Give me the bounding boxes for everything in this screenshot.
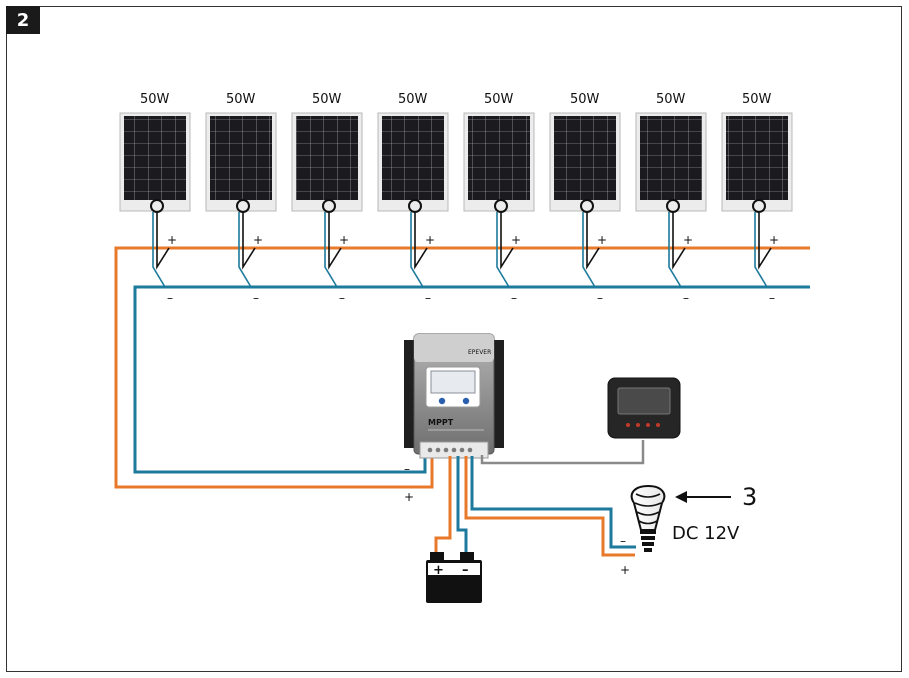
panel-positive-sign: + [253,233,263,247]
controller-model: MPPT [428,418,454,427]
negative-bus-wire [133,285,810,474]
panel-positive-sign: + [339,233,349,247]
panel-negative-sign: – [253,291,259,305]
solar-panel-6: 50W + – [549,92,621,305]
panel-cells [640,116,702,200]
load-voltage-label: DC 12V [672,523,740,544]
panel-wattage-label: 50W [570,92,600,107]
panel-wattage-label: 50W [742,92,772,107]
panel-positive-lead [156,212,170,270]
panel-positive-lead [672,212,686,270]
battery-wires [434,456,468,555]
callout-arrow [675,491,731,503]
panel-positive-lead [414,212,428,270]
panel-negative-sign: – [425,291,431,305]
panel-negative-lead [410,212,424,288]
solar-panel-4: 50W + – [377,92,449,305]
panel-positive-sign: + [167,233,177,247]
panel-positive-sign: + [597,233,607,247]
controller-positive-sign: + [404,490,414,504]
controller-logo: EPEVER [468,349,491,356]
panel-wattage-label: 50W [398,92,428,107]
panel-wattage-label: 50W [312,92,342,107]
panel-cells [210,116,272,200]
panel-cells [124,116,186,200]
panel-negative-sign: – [769,291,775,305]
solar-panel-array: 50W + – 50W + – 50W + – 50W + – 50W + – 50W + – 50W + – 50W + – [119,92,793,305]
solar-panel-8: 50W + – [721,92,793,305]
panel-positive-sign: + [769,233,779,247]
panel-wattage-label: 50W [484,92,514,107]
panel-cells [554,116,616,200]
panel-negative-lead [238,212,252,288]
panel-positive-lead [328,212,342,270]
panel-positive-sign: + [425,233,435,247]
panel-negative-sign: – [511,291,517,305]
charge-controller: EPEVER MPPT [404,333,504,459]
panel-negative-lead [152,212,166,288]
panel-negative-sign: – [683,291,689,305]
load-wires [464,456,636,557]
panel-positive-lead [758,212,772,270]
controller-negative-sign: – [404,462,410,476]
battery-positive-sign: + [433,563,444,578]
solar-panel-7: 50W + – [635,92,707,305]
panel-cells [468,116,530,200]
dc-lamp [630,484,666,552]
panel-negative-lead [496,212,510,288]
load-negative-sign: – [620,534,626,548]
solar-panel-2: 50W + – [205,92,277,305]
panel-positive-lead [242,212,256,270]
panel-positive-lead [586,212,600,270]
remote-display-meter [607,377,681,439]
battery: + – [426,552,482,603]
load-positive-sign: + [620,563,630,577]
callout-number: 3 [742,483,757,511]
figure-number-badge: 2 [6,6,40,34]
panel-cells [382,116,444,200]
panel-cells [296,116,358,200]
panel-cells [726,116,788,200]
panel-negative-sign: – [597,291,603,305]
panel-negative-sign: – [339,291,345,305]
panel-wattage-label: 50W [226,92,256,107]
panel-positive-sign: + [511,233,521,247]
panel-positive-sign: + [683,233,693,247]
battery-negative-sign: – [462,563,469,578]
meter-cable [480,440,645,465]
panel-negative-lead [754,212,768,288]
panel-positive-lead [500,212,514,270]
panel-negative-lead [668,212,682,288]
panel-negative-lead [324,212,338,288]
figure-frame [6,6,902,672]
panel-negative-sign: – [167,291,173,305]
solar-panel-3: 50W + – [291,92,363,305]
positive-bus-wire [114,246,810,489]
panel-negative-lead [582,212,596,288]
panel-wattage-label: 50W [140,92,170,107]
solar-panel-1: 50W + – [119,92,191,305]
panel-wattage-label: 50W [656,92,686,107]
solar-panel-5: 50W + – [463,92,535,305]
